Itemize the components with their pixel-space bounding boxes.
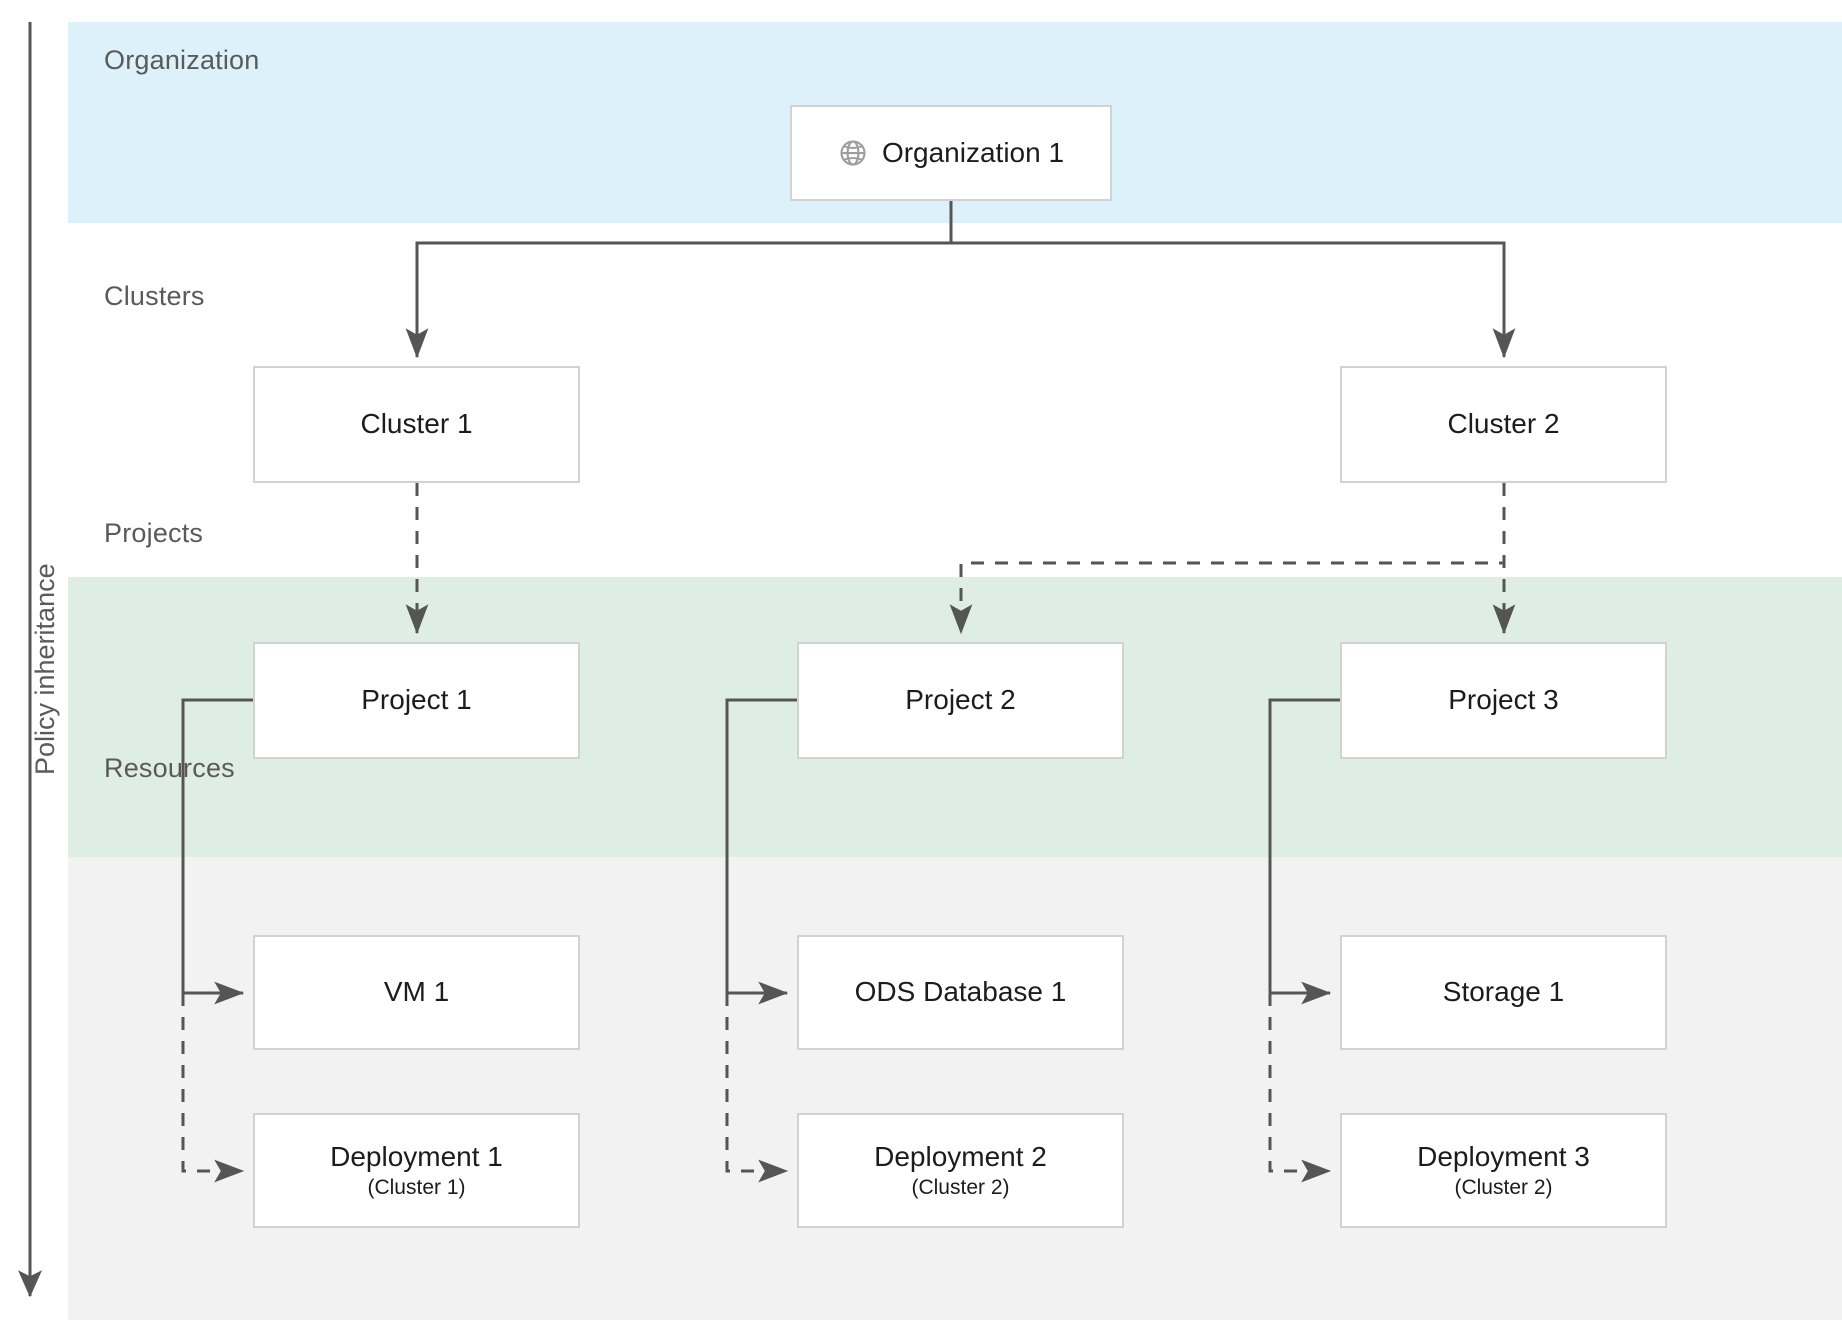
node-project-1[interactable]: Project 1 [253,642,580,759]
node-cluster-2-title: Cluster 2 [1447,408,1560,440]
edge-project-1-to-vm-1 [181,698,253,1005]
node-cluster-2[interactable]: Cluster 2 [1340,366,1667,483]
node-deployment-2-subtitle: (Cluster 2) [911,1176,1010,1199]
band-label-projects: Projects [104,518,204,548]
node-deployment-3[interactable]: Deployment 3 (Cluster 2) [1340,1113,1667,1228]
edge-project-3-to-storage-1 [1268,698,1340,1005]
edge-project-3-to-deployment-3 [1268,993,1332,1183]
band-label-resources: Resources [104,753,235,783]
node-storage-1[interactable]: Storage 1 [1340,935,1667,1050]
band-resources [68,857,1842,1320]
node-deployment-3-subtitle: (Cluster 2) [1454,1176,1553,1199]
node-cluster-1[interactable]: Cluster 1 [253,366,580,483]
edge-project-1-to-deployment-1 [181,993,245,1183]
node-deployment-2[interactable]: Deployment 2 (Cluster 2) [797,1113,1124,1228]
node-vm-1[interactable]: VM 1 [253,935,580,1050]
node-vm-1-title: VM 1 [383,976,450,1008]
node-organization-1-row: Organization 1 [838,137,1064,169]
edge-project-2-to-deployment-2 [725,993,789,1183]
node-ods-database-1[interactable]: ODS Database 1 [797,935,1124,1050]
band-label-clusters: Clusters [104,281,205,311]
globe-icon [840,140,866,166]
node-deployment-1-subtitle: (Cluster 1) [367,1176,466,1199]
node-project-2[interactable]: Project 2 [797,642,1124,759]
node-project-3-title: Project 3 [1448,684,1559,716]
node-storage-1-title: Storage 1 [1442,976,1565,1008]
node-project-2-title: Project 2 [905,684,1016,716]
band-label-organization: Organization [104,45,260,75]
edge-project-2-to-ods-database-1 [725,698,797,1005]
node-organization-1-title: Organization 1 [881,136,1065,168]
node-deployment-1-title: Deployment 1 [330,1140,503,1172]
node-project-1-title: Project 1 [361,684,472,716]
node-project-3[interactable]: Project 3 [1340,642,1667,759]
node-cluster-1-title: Cluster 1 [360,408,473,440]
node-organization-1[interactable]: Organization 1 [790,105,1112,201]
node-deployment-3-title: Deployment 3 [1417,1140,1590,1172]
node-deployment-2-title: Deployment 2 [874,1140,1047,1172]
edge-org-to-cluster-1 [405,201,953,359]
edge-cluster-2-to-project-2 [949,483,1506,635]
node-ods-database-1-title: ODS Database 1 [854,976,1067,1008]
node-deployment-1[interactable]: Deployment 1 (Cluster 1) [253,1113,580,1228]
policy-inheritance-label: Policy inheritance [30,563,60,775]
edge-org-to-cluster-2 [949,201,1516,359]
